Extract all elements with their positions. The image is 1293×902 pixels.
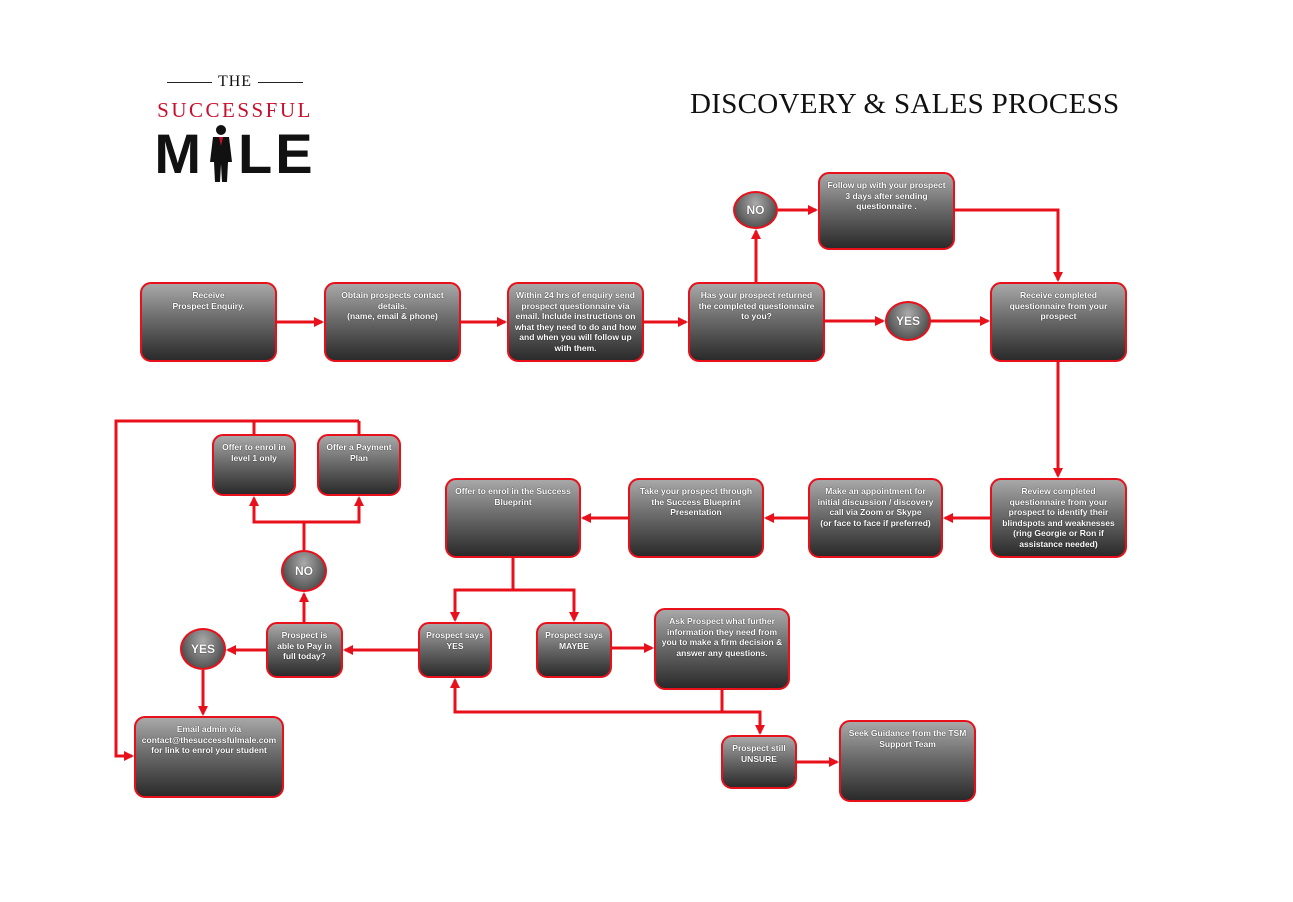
node-receive-enquiry: Receive Prospect Enquiry. xyxy=(140,282,277,362)
logo-rule-left xyxy=(166,81,212,83)
node-follow-up: Follow up with your prospect 3 days afte… xyxy=(818,172,955,250)
page-title: DISCOVERY & SALES PROCESS xyxy=(690,88,1120,120)
arrow-offer-to-maybe xyxy=(513,588,579,622)
brand-logo: THE SUCCESSFUL M LE xyxy=(150,72,320,187)
node-yes-top: YES xyxy=(885,301,931,341)
node-blueprint-presentation: Take your prospect through the Success B… xyxy=(628,478,764,558)
arrow-no-to-level1 xyxy=(249,496,304,524)
logo-top-row: THE xyxy=(150,72,320,92)
businessman-silhouette-icon xyxy=(210,125,233,182)
node-email-admin: Email admin via contact@thesuccessfulmal… xyxy=(134,716,284,798)
node-payment-plan: Offer a Payment Plan xyxy=(317,434,401,496)
node-seek-guidance: Seek Guidance from the TSM Support Team xyxy=(839,720,976,802)
logo-letter-m: M xyxy=(154,121,205,185)
node-offer-level1: Offer to enrol in level 1 only xyxy=(212,434,296,496)
node-receive-completed: Receive completed questionnaire from you… xyxy=(990,282,1127,362)
node-yes-left: YES xyxy=(180,628,226,670)
arrow-offer-to-yes xyxy=(450,588,513,622)
node-still-unsure: Prospect still UNSURE xyxy=(721,735,797,789)
logo-rule-right xyxy=(258,81,304,83)
arrow-followup-to-received xyxy=(955,208,1063,282)
node-says-yes: Prospect says YES xyxy=(418,622,492,678)
arrow-ask-to-says-yes xyxy=(450,678,722,714)
node-able-to-pay: Prospect is able to Pay in full today? xyxy=(266,622,343,678)
arrow-ask-to-unsure xyxy=(722,710,765,735)
node-ask-further: Ask Prospect what further information th… xyxy=(654,608,790,690)
node-offer-enrol: Offer to enrol in the Success Blueprint xyxy=(445,478,581,558)
node-obtain-contact: Obtain prospects contact details. (name,… xyxy=(324,282,461,362)
logo-male: M LE xyxy=(150,121,320,185)
node-says-maybe: Prospect says MAYBE xyxy=(536,622,612,678)
node-review-completed: Review completed questionnaire from your… xyxy=(990,478,1127,558)
arrow-offers-to-email xyxy=(114,419,359,761)
node-no-top: NO xyxy=(733,191,778,229)
logo-successful: SUCCESSFUL xyxy=(157,98,313,122)
arrow-no-to-payplan xyxy=(304,496,364,524)
node-make-appointment: Make an appointment for initial discussi… xyxy=(808,478,943,558)
logo-letters-le: LE xyxy=(238,121,316,185)
logo-the: THE xyxy=(217,73,253,90)
node-no-left: NO xyxy=(281,550,327,592)
node-returned-question: Has your prospect returned the completed… xyxy=(688,282,825,362)
node-send-questionnaire: Within 24 hrs of enquiry send prospect q… xyxy=(507,282,644,362)
